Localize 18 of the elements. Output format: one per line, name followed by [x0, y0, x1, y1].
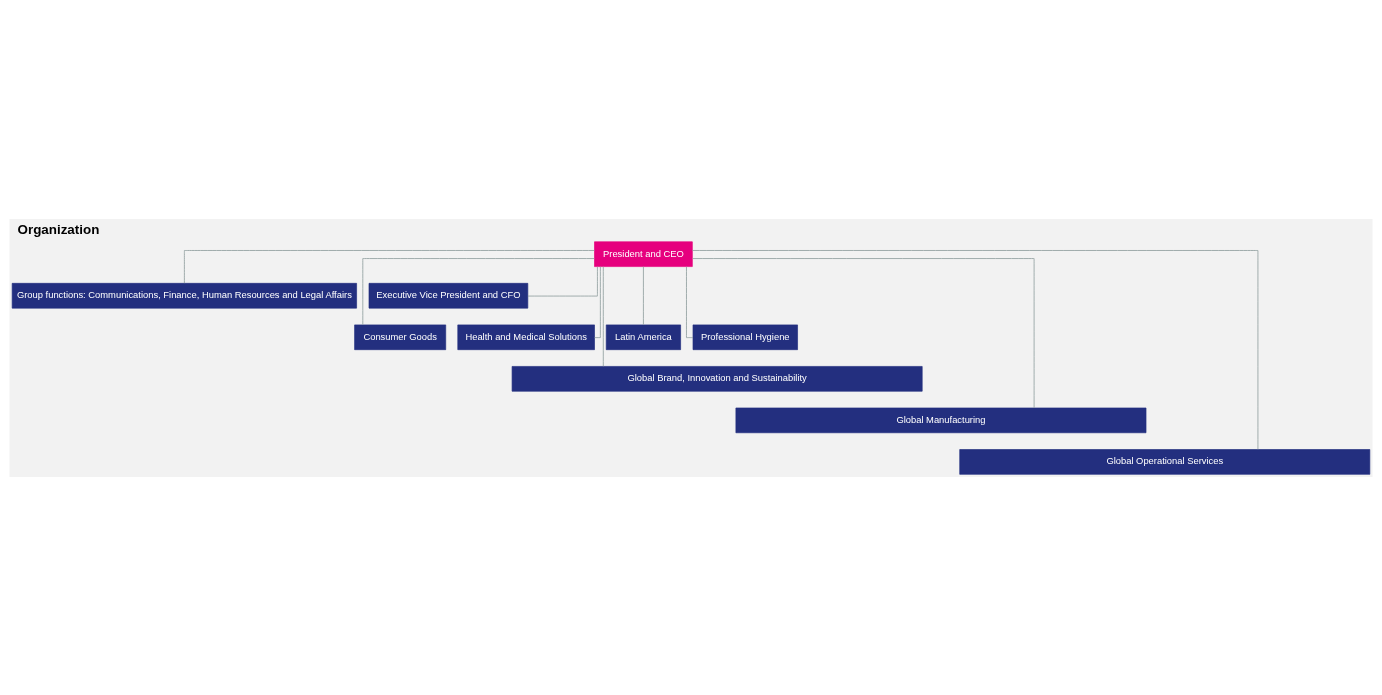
connector: [643, 265, 644, 325]
connector: [184, 249, 595, 284]
node-box: Global Manufacturing: [735, 407, 1147, 433]
connector: [686, 265, 694, 338]
node-box: Consumer Goods: [354, 324, 447, 350]
connector: [594, 265, 601, 338]
node-box: Global Operational Services: [959, 448, 1371, 475]
connector: [527, 265, 598, 296]
diagram-title: Organization: [17, 221, 100, 237]
node-box: Health and Medical Solutions: [457, 324, 595, 350]
node-box: Global Brand, Innovation and Sustainability: [511, 365, 923, 392]
connector: [362, 257, 595, 325]
node-box: Executive Vice President and CFO: [368, 282, 529, 308]
node-box: President and CEO: [594, 240, 693, 267]
node-box: Group functions: Communications, Finance, Human Resources and Legal Affairs: [11, 282, 357, 308]
connector: [602, 265, 604, 367]
node-box: Latin America: [605, 324, 681, 350]
node-box: Professional Hygiene: [692, 324, 798, 350]
